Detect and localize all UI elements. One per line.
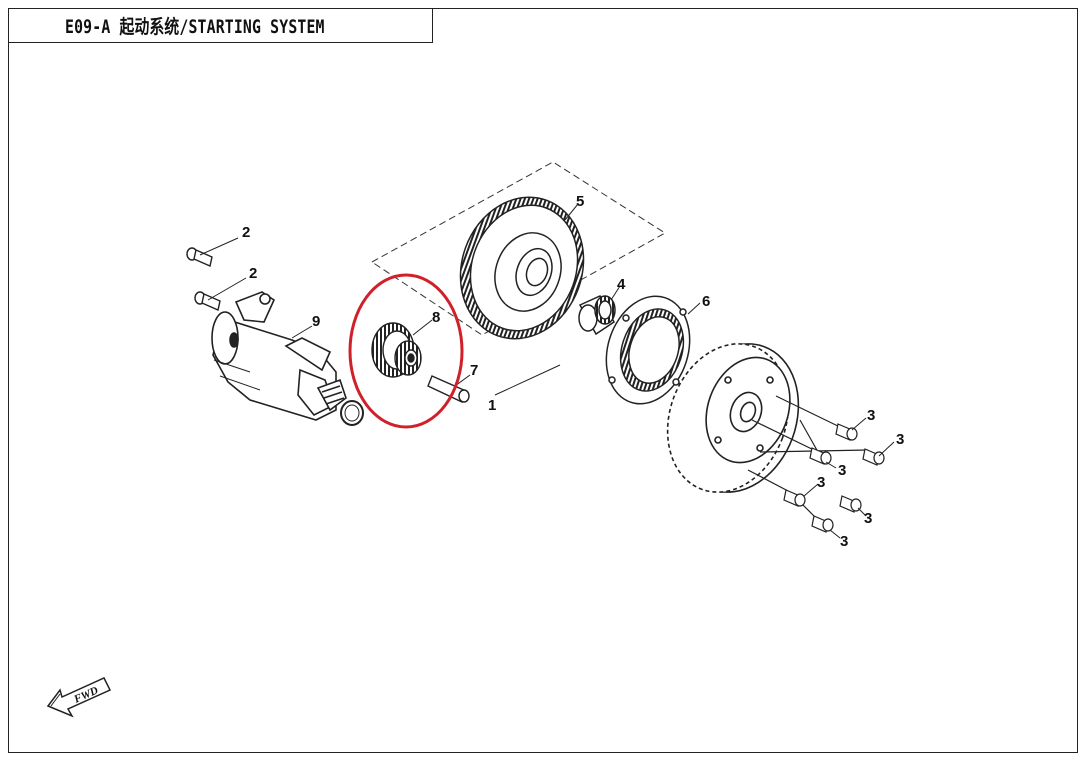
callout-4: 4 [617,276,626,293]
callout-3c: 3 [838,462,846,479]
forward-arrow-label: FWD [71,685,100,707]
title-block: E09-A 起动系统/STARTING SYSTEM [8,8,433,43]
flywheel-rotor [666,343,800,493]
assembly-group-outline [371,161,666,336]
leader-lines [199,203,895,539]
callout-5: 5 [576,193,584,210]
driven-gear [459,196,585,340]
forward-arrow-icon: FWD [46,677,112,718]
callout-6: 6 [702,293,710,310]
callout-2-upper: 2 [242,224,250,241]
callout-3b: 3 [896,431,904,448]
rotor-bolts [747,395,885,533]
callout-9: 9 [312,313,320,330]
needle-bearing [578,295,616,336]
o-ring [340,400,364,426]
callout-7: 7 [470,362,478,379]
bolt-upper [186,247,213,267]
one-way-clutch [605,295,691,405]
callout-3e: 3 [864,510,872,527]
callout-3f: 3 [840,533,848,550]
callout-3a: 3 [867,407,875,424]
starter-motor [211,291,347,421]
callout-8: 8 [432,309,440,326]
o-ring-inner [344,404,360,422]
idle-gear [371,322,422,378]
page-title: E09-A 起动系统/STARTING SYSTEM [65,15,325,38]
drawing-frame [8,8,1078,753]
callout-3d: 3 [817,474,825,491]
bolt-lower [194,291,221,311]
callout-1: 1 [488,397,496,414]
highlight-circle [348,273,464,429]
callout-2-lower: 2 [249,265,257,282]
